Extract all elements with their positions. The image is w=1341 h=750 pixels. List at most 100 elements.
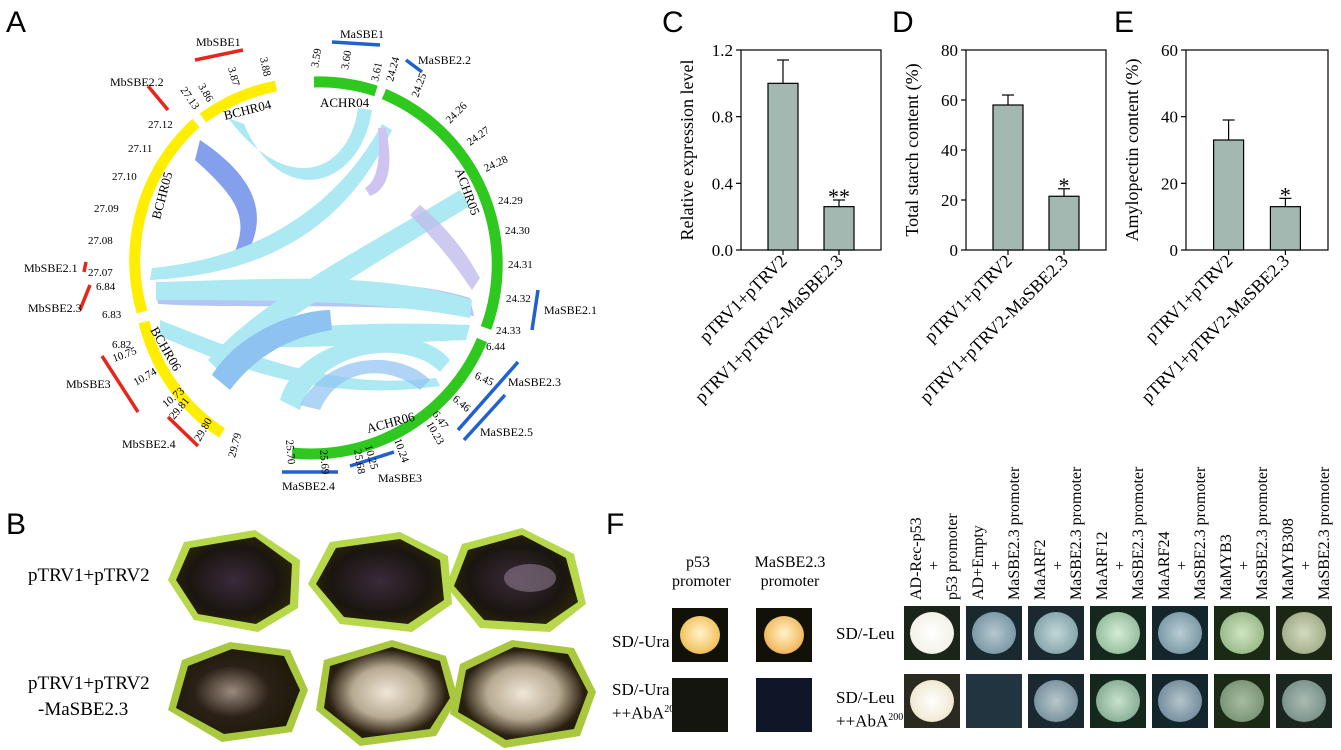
f-col-header-5: MaMYB3+MaSBE2.3 promoter	[1218, 466, 1271, 600]
y-tick-label: 40	[941, 141, 958, 160]
f-col-header-4: MaARF24+MaSBE2.3 promoter	[1156, 466, 1209, 600]
y-axis-label: Amylopectin content (%)	[1122, 59, 1143, 242]
plate-6-leu-aba	[1276, 674, 1332, 728]
svg-text:25.68: 25.68	[351, 448, 367, 475]
y-tick-label: 0	[1170, 241, 1179, 260]
significance-mark: *	[1280, 182, 1291, 207]
svg-text:27.12: 27.12	[148, 119, 173, 131]
gene-label: MaSBE2.1	[544, 303, 597, 317]
bar	[1048, 195, 1080, 251]
svg-text:24.32: 24.32	[506, 293, 531, 305]
gene-label: MbSBE2.3	[28, 301, 82, 315]
circos-plot: BCHR04 BCHR05 BCHR06 ACHR04 ACHR05 ACHR0…	[24, 27, 597, 493]
y-tick-label: 20	[941, 191, 958, 210]
arc-achr06	[291, 337, 488, 460]
chr-label-achr04: ACHR04	[320, 95, 370, 110]
plate-masbe23-ura-aba	[756, 678, 812, 732]
plate-6-leu	[1276, 606, 1332, 660]
tuber-silenced-1	[168, 642, 308, 742]
plate-masbe23-ura	[756, 608, 812, 662]
svg-text:24.27: 24.27	[465, 124, 493, 148]
bar	[1269, 206, 1302, 251]
svg-text:27.11: 27.11	[128, 143, 152, 155]
svg-text:6.82: 6.82	[112, 339, 131, 351]
chart-frame-d	[965, 49, 1107, 251]
svg-text:10.74: 10.74	[132, 366, 160, 389]
svg-text:3.61: 3.61	[369, 61, 385, 82]
y-axis-label: Total starch content (%)	[902, 63, 923, 236]
y-tick-label: 40	[1161, 108, 1178, 127]
svg-text:24.24: 24.24	[384, 55, 402, 82]
svg-text:3.88: 3.88	[257, 56, 273, 78]
tuber-control-2	[308, 532, 452, 632]
svg-text:24.29: 24.29	[498, 195, 523, 207]
tuber-photos	[168, 528, 596, 748]
svg-text:6.83: 6.83	[102, 309, 122, 321]
gene-labels: MaSBE1 MaSBE2.2 MaSBE2.1 MaSBE2.3 MaSBE2…	[24, 27, 597, 493]
gene-label: MbSBE3	[66, 377, 111, 391]
plate-1-leu-aba	[966, 674, 1022, 728]
f-col-header-2: MaARF2+MaSBE2.3 promoter	[1032, 466, 1085, 600]
svg-text:24.30: 24.30	[505, 225, 530, 237]
f-row-ura-aba: SD/-Ura ++AbA200	[612, 680, 679, 723]
chart-frame-e	[1185, 49, 1329, 251]
y-axis-label: Relative expression level	[677, 60, 697, 241]
gene-label: MbSBE2.4	[122, 437, 176, 451]
gene-label: MaSBE2.3	[508, 375, 561, 389]
plate-0-leu-aba	[904, 674, 960, 728]
plate-2-leu	[1028, 606, 1084, 660]
plate-p53-ura	[672, 608, 728, 662]
f-col-header-0: AD-Rec-p53+p53 promoter	[908, 513, 961, 600]
arc-achr05	[381, 88, 503, 330]
svg-text:24.25: 24.25	[410, 71, 430, 99]
bar	[1212, 139, 1245, 251]
svg-text:27.10: 27.10	[112, 171, 137, 183]
svg-text:27.07: 27.07	[88, 267, 113, 279]
gene-label: MaSBE1	[340, 27, 384, 41]
panelb-row2-label-b: -MaSBE2.3	[38, 699, 129, 720]
panel-label-f: F	[606, 508, 625, 541]
svg-text:25.69: 25.69	[317, 449, 331, 475]
panel-label-c: C	[662, 6, 684, 39]
f-col-header-3: MaARF12+MaSBE2.3 promoter	[1094, 466, 1147, 600]
svg-text:6.46: 6.46	[450, 393, 473, 415]
f-col-header-1: AD+Empty+MaSBE2.3 promoter	[970, 466, 1023, 600]
panel-label-a: A	[6, 6, 27, 39]
plate-4-leu-aba	[1152, 674, 1208, 728]
f-row-ura: SD/-Ura	[612, 632, 670, 651]
bar	[992, 104, 1024, 251]
plate-p53-ura-aba	[672, 678, 728, 732]
panel-label-b: B	[6, 508, 27, 541]
y-tick-label: 60	[1161, 41, 1178, 60]
svg-text:24.33: 24.33	[496, 325, 521, 337]
y-tick-label: 1.2	[712, 41, 733, 60]
panel-label-e: E	[1114, 6, 1135, 39]
plate-5-leu	[1214, 606, 1270, 660]
plate-1-leu	[966, 606, 1022, 660]
svg-text:24.31: 24.31	[508, 259, 533, 271]
synteny-links	[150, 108, 480, 410]
plate-4-leu	[1152, 606, 1208, 660]
arc-bchr06	[138, 320, 226, 438]
tuber-control-3	[446, 528, 586, 632]
gene-label: MbSBE2.1	[24, 261, 78, 275]
arc-achr04	[313, 76, 378, 97]
svg-text:24.26: 24.26	[444, 100, 470, 126]
svg-text:6.84: 6.84	[96, 281, 116, 293]
plate-5-leu-aba	[1214, 674, 1270, 728]
svg-text:3.87: 3.87	[225, 66, 242, 88]
y-tick-label: 60	[941, 91, 958, 110]
y-tick-label: 0	[950, 241, 959, 260]
f-col-header-6: MaMYB308+MaSBE2.3 promoter	[1280, 466, 1333, 600]
gene-label: MaSBE3	[378, 471, 422, 485]
chart-frame-c	[740, 49, 882, 251]
tuber-silenced-2	[316, 640, 458, 746]
significance-mark: **	[828, 184, 850, 209]
y-tick-label: 0.0	[712, 241, 733, 260]
y-tick-label: 0.4	[712, 174, 734, 193]
svg-text:10.24: 10.24	[391, 437, 411, 465]
f-row-leu: SD/-Leu	[836, 624, 895, 643]
